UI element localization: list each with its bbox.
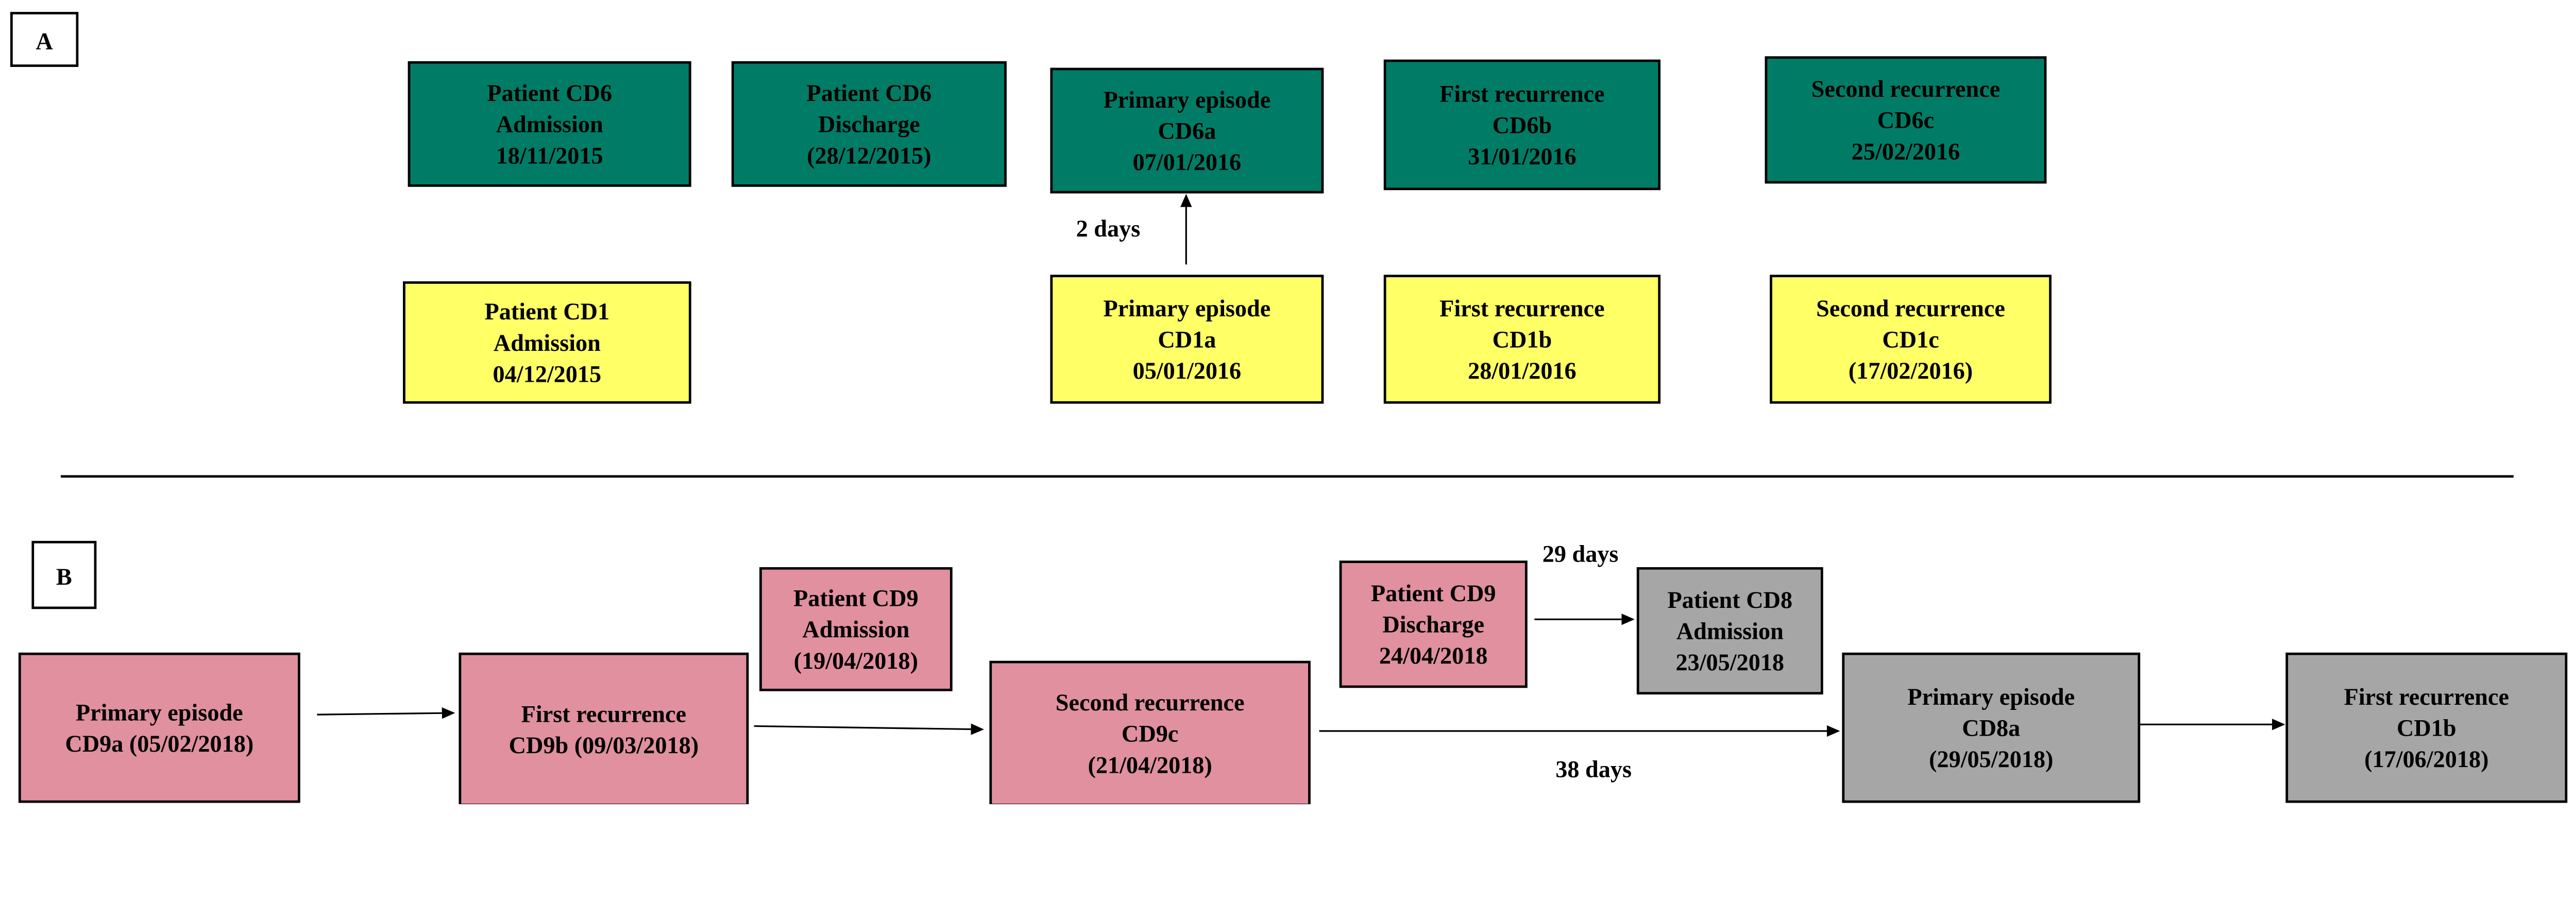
box-line: CD1a (1158, 326, 1216, 352)
box-line: CD6c (1877, 107, 1934, 133)
box-line: Discharge (818, 111, 920, 138)
box-line: (17/06/2018) (2364, 746, 2488, 772)
box-line: 07/01/2016 (1133, 149, 1242, 175)
box-line: Primary episode (1104, 87, 1271, 113)
box-line: CD9c (1122, 721, 1178, 747)
box-line: (29/05/2018) (1929, 746, 2053, 772)
box-line: First recurrence (2344, 684, 2509, 710)
box-line: Patient CD6 (807, 80, 932, 106)
box-line: CD9a (05/02/2018) (65, 731, 253, 757)
box-line: 31/01/2016 (1468, 143, 1577, 169)
box-line: Second recurrence (1816, 295, 2005, 321)
box-line: (28/12/2015) (807, 142, 931, 168)
box-line: 28/01/2016 (1468, 358, 1577, 384)
arrow-cd9a-to-cd9b (317, 707, 455, 719)
box-line: CD9b (09/03/2018) (509, 732, 699, 758)
box-line: Discharge (1382, 612, 1484, 638)
box-line: Patient CD9 (793, 585, 919, 612)
panel-b-label: B (31, 540, 97, 609)
box-line: CD1c (1882, 326, 1939, 352)
box-fill (403, 281, 691, 404)
box-line: CD8a (1962, 715, 2020, 741)
box-line: First recurrence (521, 701, 686, 727)
box-line: Patient CD9 (1371, 580, 1496, 606)
panel-a-label-text: A (36, 28, 53, 55)
box-fill (18, 652, 300, 803)
box-line: First recurrence (1439, 81, 1604, 107)
box-line: First recurrence (1439, 295, 1604, 321)
box-fill (1050, 275, 1324, 404)
box-line: 25/02/2016 (1852, 138, 1960, 164)
box-line: (19/04/2018) (794, 648, 918, 674)
box-line: Patient CD8 (1667, 587, 1792, 613)
interval-38-days: 38 days (1555, 756, 1632, 782)
box-fill (1050, 67, 1324, 194)
box-fill (731, 61, 1007, 187)
box-line: Patient CD1 (485, 298, 610, 325)
box-line: 04/12/2015 (493, 361, 602, 387)
box-fill (1636, 567, 1823, 695)
box-fill (408, 61, 691, 187)
box-line: Admission (494, 330, 601, 356)
arrow-cd9b-to-cd9c (754, 723, 985, 735)
panel-a-label: A (10, 12, 79, 67)
box-line: CD1b (1493, 326, 1552, 352)
box-line: CD1b (2397, 715, 2456, 741)
box-line: CD6b (1493, 112, 1552, 138)
panel-b-label-text: B (56, 564, 72, 590)
box-line: Second recurrence (1811, 76, 2001, 102)
box-fill (2285, 652, 2568, 803)
box-line: (17/02/2016) (1849, 358, 1973, 384)
box-line: Patient CD6 (487, 80, 612, 106)
timeline-diagram: A Patient CD6Admission18/11/2015Patient … (10, 12, 2568, 805)
box-line: 05/01/2016 (1133, 358, 1242, 384)
box-fill (1339, 561, 1528, 688)
box-fill (1383, 59, 1661, 191)
interval-2-days: 2 days (1076, 215, 1141, 242)
box-line: Admission (496, 111, 603, 138)
box-line: Primary episode (1907, 684, 2075, 710)
box-line: (21/04/2018) (1088, 752, 1212, 778)
box-line: Second recurrence (1056, 689, 1245, 716)
box-fill (1842, 652, 2141, 803)
box-line: CD6a (1158, 117, 1216, 144)
box-fill (759, 567, 953, 691)
box-fill (1383, 275, 1661, 404)
box-line: 23/05/2018 (1675, 649, 1784, 675)
box-fill (1765, 56, 2047, 184)
box-line: Admission (802, 616, 909, 642)
interval-29-days: 29 days (1543, 541, 1619, 567)
box-line: Primary episode (76, 699, 243, 725)
box-line: Admission (1676, 618, 1784, 644)
box-fill (989, 660, 1311, 805)
box-fill (459, 652, 749, 805)
box-line: 18/11/2015 (496, 142, 603, 168)
box-fill (1770, 275, 2052, 404)
box-line: Primary episode (1104, 295, 1271, 321)
box-line: 24/04/2018 (1379, 642, 1488, 669)
